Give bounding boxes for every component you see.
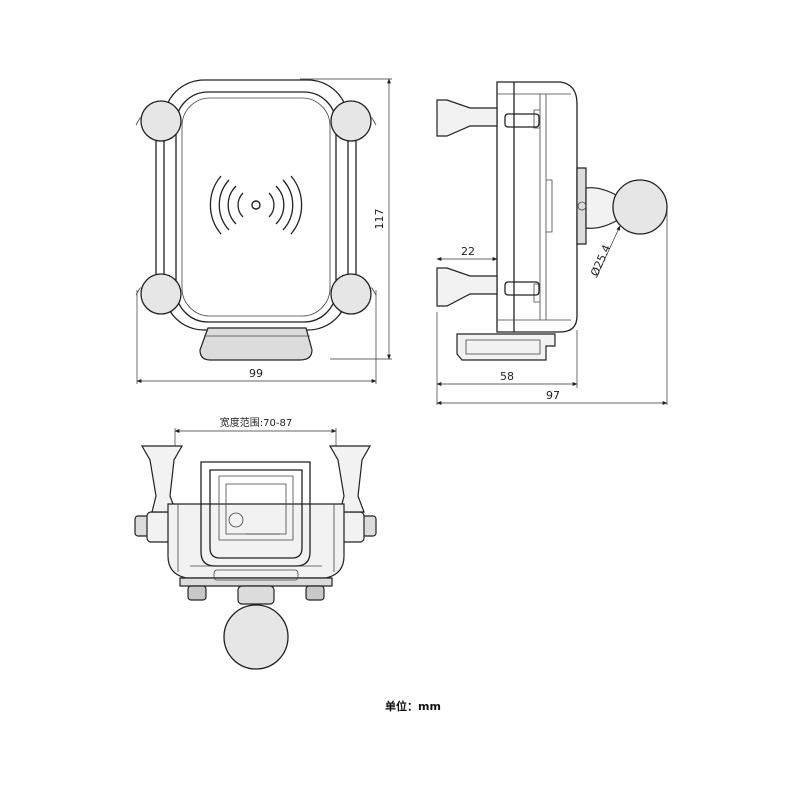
dim-total-depth-label: 97 xyxy=(546,389,560,402)
wireless-charging-icon xyxy=(209,175,303,235)
side-arm-knob-bottom xyxy=(436,267,498,307)
dim-range-label: 宽度范围:70-87 xyxy=(220,416,292,429)
units-label: 单位：mm xyxy=(385,699,441,713)
front-charging-pad xyxy=(175,91,337,323)
side-mount-ball xyxy=(612,179,668,235)
bottom-arm-knob-right xyxy=(328,445,372,513)
front-arm-ball-bottom-right xyxy=(330,273,372,315)
front-arm-ball-top-left xyxy=(140,100,182,142)
bottom-view: 宽度范围:70-87 xyxy=(134,416,377,670)
side-arm-knob-top xyxy=(436,99,498,137)
side-view: 22 58 97 Ø25.4 xyxy=(436,81,668,405)
dim-arm-label: 22 xyxy=(461,245,475,258)
side-body-outline xyxy=(496,81,578,333)
front-arm-ball-bottom-left xyxy=(140,273,182,315)
dim-line-ball xyxy=(595,225,621,279)
dim-height-label: 117 xyxy=(373,209,386,230)
front-view: 99 117 xyxy=(135,78,392,384)
bottom-tray-frame xyxy=(200,461,311,567)
side-bottom-tray xyxy=(456,333,556,361)
bottom-arm-knob-left xyxy=(140,445,184,513)
dim-depth-label: 58 xyxy=(500,370,514,383)
front-body-outline xyxy=(163,79,349,331)
dim-width-label: 99 xyxy=(249,367,263,380)
front-bottom-tray xyxy=(199,327,313,361)
dim-ball-label: Ø25.4 xyxy=(588,243,613,279)
bottom-housing xyxy=(167,503,345,579)
front-arm-ball-top-right xyxy=(330,100,372,142)
bottom-mount-ball xyxy=(223,604,289,670)
